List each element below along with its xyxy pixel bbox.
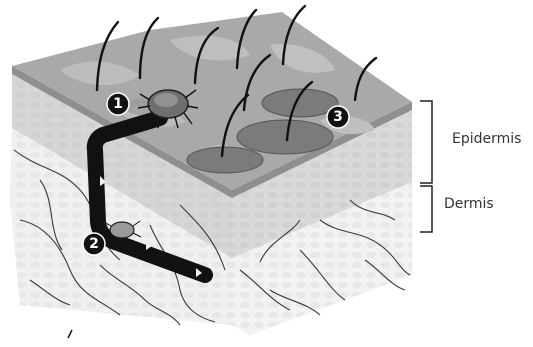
mite-on-surface [137,89,199,129]
follicle-oval [186,146,264,174]
hair [138,16,160,80]
hair [281,4,307,66]
hair [235,8,258,70]
marker-2: 2 [82,232,106,256]
stray-mark [67,329,73,339]
vessels [13,149,411,326]
follicle-oval [261,88,339,118]
dermis-label: Dermis [444,196,494,212]
hairs [95,4,378,158]
marker-3-label: 3 [333,109,343,125]
mite-burrow [86,110,213,283]
burrow-egg [146,240,152,250]
marker-2-label: 2 [89,236,99,252]
marker-3: 3 [326,105,350,129]
marker-1: 1 [106,92,130,116]
hair [220,93,250,158]
burrow-egg [100,176,106,186]
hair [353,56,378,102]
follicle-oval [236,119,334,155]
hair [193,26,220,85]
epidermis-bracket [420,100,433,184]
hair [285,80,314,142]
burrow-egg [196,268,202,277]
hair [242,53,272,112]
burrow-tunnel [86,110,213,283]
hair [95,20,120,92]
dermis-bracket [420,185,433,233]
mite-in-burrow [102,220,142,239]
marker-1-label: 1 [113,96,123,112]
epidermis-label: Epidermis [452,131,521,147]
